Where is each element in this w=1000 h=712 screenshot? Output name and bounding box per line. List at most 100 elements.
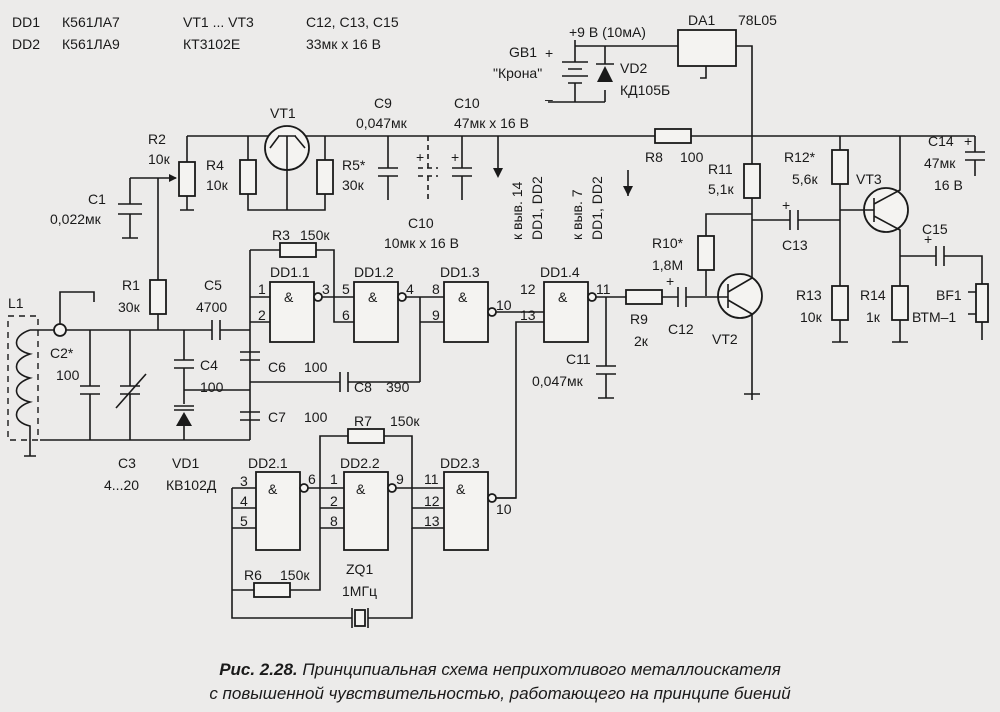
r4-resistor [239, 159, 257, 195]
gate-dd1-4 [543, 281, 589, 343]
r7-val: 150к [390, 413, 420, 429]
svg-text:9: 9 [396, 471, 404, 487]
svg-text:12: 12 [520, 281, 536, 297]
svg-text:11: 11 [596, 281, 611, 297]
gate-dd2-2-symbol: & [356, 481, 366, 497]
transistor-vt1-icon [264, 125, 310, 176]
legend: DD1 К561ЛА7 DD2 К561ЛА9 VT1 ... VT3 КТ31… [12, 14, 399, 52]
svg-text:11: 11 [424, 471, 439, 487]
legend-dd1-type: К561ЛА7 [62, 14, 120, 30]
r2-potentiometer [158, 161, 196, 197]
regulator-block [677, 29, 737, 67]
c3-ref: C3 [118, 455, 136, 471]
earphone-bf1-icon [968, 283, 989, 323]
r2-val: 10к [148, 151, 171, 167]
varicap-vd1-icon [174, 405, 194, 440]
svg-text:2: 2 [330, 493, 338, 509]
c5-val: 4700 [196, 299, 227, 315]
legend-dd1: DD1 [12, 14, 40, 30]
r14-ref: R14 [860, 287, 886, 303]
battery-ref: GB1 [509, 44, 537, 60]
r5-ref: R5* [342, 157, 366, 173]
r9-val: 2к [634, 333, 649, 349]
gate-dd2-3 [443, 471, 489, 551]
figure-caption-line2: с повышенной чувствительностью, работающ… [209, 684, 791, 703]
diode-vd2-ref: VD2 [620, 60, 647, 76]
dd14-ref: DD1.4 [540, 264, 580, 280]
battery-minus: – [545, 91, 553, 107]
bf1-type: ВТМ–1 [912, 309, 956, 325]
r4-val: 10к [206, 177, 229, 193]
gate-dd2-1-symbol: & [268, 481, 278, 497]
svg-text:12: 12 [424, 493, 440, 509]
r10-ref: R10* [652, 235, 684, 251]
regulator-ref: DA1 [688, 12, 715, 28]
c12-plus: + [666, 273, 674, 289]
c15-plus: + [924, 231, 932, 247]
svg-text:6: 6 [342, 307, 350, 323]
gate-dd2-2 [343, 471, 389, 551]
diode-vd2-icon [596, 46, 614, 102]
search-coil-l1-icon [7, 291, 95, 441]
vd1-ref: VD1 [172, 455, 199, 471]
r12-resistor [831, 149, 849, 185]
r14-resistor [891, 285, 909, 321]
legend-vt-range: VT1 ... VT3 [183, 14, 254, 30]
dd1-gates: & & & & [269, 281, 597, 343]
c8-ref: C8 [354, 379, 372, 395]
vt1-ref: VT1 [270, 105, 296, 121]
svg-text:6: 6 [308, 471, 316, 487]
c9-ref: C9 [374, 95, 392, 111]
r11-ref: R11 [708, 161, 733, 177]
r6-ref: R6 [244, 567, 262, 583]
svg-text:3: 3 [322, 281, 330, 297]
svg-text:9: 9 [432, 307, 440, 323]
r8-val: 100 [680, 149, 704, 165]
c1-val: 0,022мк [50, 211, 102, 227]
battery-plus: + [545, 45, 553, 61]
c15-ref: C15 [922, 221, 948, 237]
zq1-ref: ZQ1 [346, 561, 373, 577]
gate-dd1-3-symbol: & [458, 289, 468, 305]
transistor-vt3-icon [840, 136, 909, 286]
r1-val: 30к [118, 299, 141, 315]
transistor-vt2-icon [717, 270, 763, 400]
pin14-note-2: DD1, DD2 [529, 176, 545, 240]
r7-resistor [347, 428, 385, 444]
r1-ref: R1 [122, 277, 140, 293]
diode-vd2-type: КД105Б [620, 82, 670, 98]
c6-ref: C6 [268, 359, 286, 375]
r8-resistor [654, 128, 692, 144]
c12-ref: C12 [668, 321, 694, 337]
vd1-type: КВ102Д [166, 477, 217, 493]
c11-ref: C11 [566, 351, 591, 367]
svg-text:10: 10 [496, 297, 512, 313]
r2-ref: R2 [148, 131, 166, 147]
svg-text:1: 1 [258, 281, 266, 297]
supply-rail [180, 135, 975, 211]
c10b-val: 10мк х 16 В [384, 235, 459, 251]
r3-resistor [279, 242, 317, 258]
svg-text:8: 8 [432, 281, 440, 297]
figure-label: Рис. 2.28. [219, 660, 298, 679]
dd1-pin-numbers: 1 2 3 5 6 4 8 9 10 12 13 11 [258, 281, 611, 323]
vt3-ref: VT3 [856, 171, 882, 187]
r12-val: 5,6к [792, 171, 818, 187]
pin7-note-1: к выв. 7 [569, 189, 585, 240]
c13-plus: + [782, 197, 790, 213]
battery-icon [562, 46, 588, 102]
c10-ref: C10 [454, 95, 480, 111]
gate-dd1-4-symbol: & [558, 289, 568, 305]
power-supply: +9 В (10мА) DA1 78L05 GB1 "Крона" + – VD… [493, 12, 777, 136]
svg-text:5: 5 [342, 281, 350, 297]
c8-val: 390 [386, 379, 410, 395]
gate-dd2-3-symbol: & [456, 481, 466, 497]
legend-dd2-type: К561ЛА9 [62, 36, 120, 52]
svg-text:4: 4 [240, 493, 248, 509]
c14-plus: + [964, 133, 972, 149]
r13-resistor [831, 285, 849, 321]
bf1-ref: BF1 [936, 287, 962, 303]
gate-dd1-2 [353, 281, 399, 343]
r6-val: 150к [280, 567, 310, 583]
r11-resistor [743, 163, 761, 199]
